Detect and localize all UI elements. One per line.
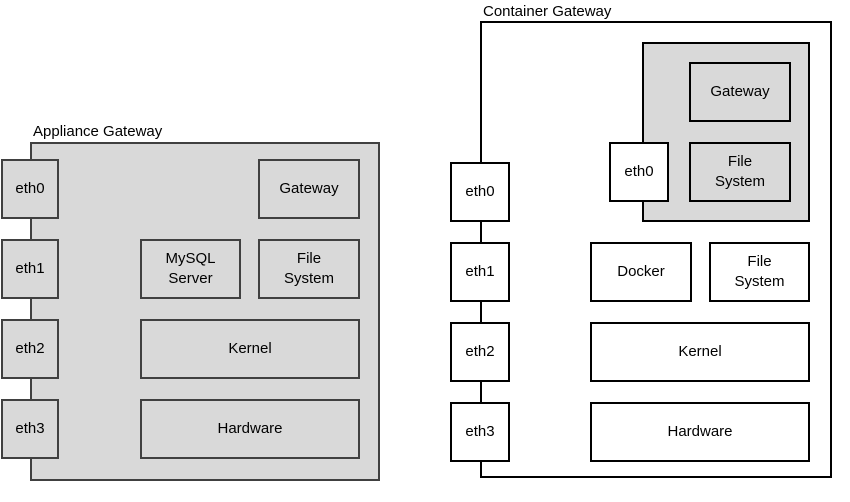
- container-eth3-label: eth3: [465, 423, 495, 440]
- container-hardware-label: Hardware: [667, 423, 733, 440]
- appliance-eth2-label: eth2: [15, 340, 45, 357]
- appliance-file-system-box: File System: [258, 239, 360, 299]
- appliance-eth2-port: eth2: [1, 319, 59, 379]
- container-eth1-label: eth1: [465, 263, 495, 280]
- appliance-kernel-label: Kernel: [228, 340, 272, 357]
- container-gateway-label: Gateway: [710, 83, 770, 100]
- appliance-eth1-label: eth1: [15, 260, 45, 277]
- appliance-title: Appliance Gateway: [33, 123, 163, 140]
- container-eth1-port: eth1: [450, 242, 510, 302]
- container-file-system-box: File System: [709, 242, 810, 302]
- container-hardware-box: Hardware: [590, 402, 810, 462]
- container-eth0-port: eth0: [450, 162, 510, 222]
- container-eth2-port: eth2: [450, 322, 510, 382]
- container-inner-file-system-box: File System: [689, 142, 791, 202]
- appliance-mysql-server-box: MySQL Server: [140, 239, 241, 299]
- container-title: Container Gateway: [483, 3, 612, 20]
- container-eth3-port: eth3: [450, 402, 510, 462]
- container-file-system-label: File System: [734, 253, 785, 290]
- container-docker-box: Docker: [590, 242, 692, 302]
- appliance-hardware-label: Hardware: [217, 420, 283, 437]
- appliance-eth1-port: eth1: [1, 239, 59, 299]
- container-eth0-label: eth0: [465, 183, 495, 200]
- appliance-eth3-label: eth3: [15, 420, 45, 437]
- appliance-eth0-label: eth0: [15, 180, 45, 197]
- container-gateway-box: Gateway: [689, 62, 791, 122]
- container-docker-label: Docker: [617, 263, 665, 280]
- appliance-mysql-server-label: MySQL Server: [165, 250, 216, 287]
- appliance-hardware-box: Hardware: [140, 399, 360, 459]
- container-kernel-label: Kernel: [678, 343, 722, 360]
- container-eth2-label: eth2: [465, 343, 495, 360]
- container-kernel-box: Kernel: [590, 322, 810, 382]
- appliance-eth3-port: eth3: [1, 399, 59, 459]
- container-inner-eth0-port: eth0: [609, 142, 669, 202]
- appliance-gateway-box: Gateway: [258, 159, 360, 219]
- appliance-kernel-box: Kernel: [140, 319, 360, 379]
- appliance-eth0-port: eth0: [1, 159, 59, 219]
- container-inner-file-system-label: File System: [714, 153, 765, 190]
- appliance-gateway-label: Gateway: [279, 180, 339, 197]
- appliance-file-system-label: File System: [283, 250, 334, 287]
- container-inner-eth0-label: eth0: [624, 163, 654, 180]
